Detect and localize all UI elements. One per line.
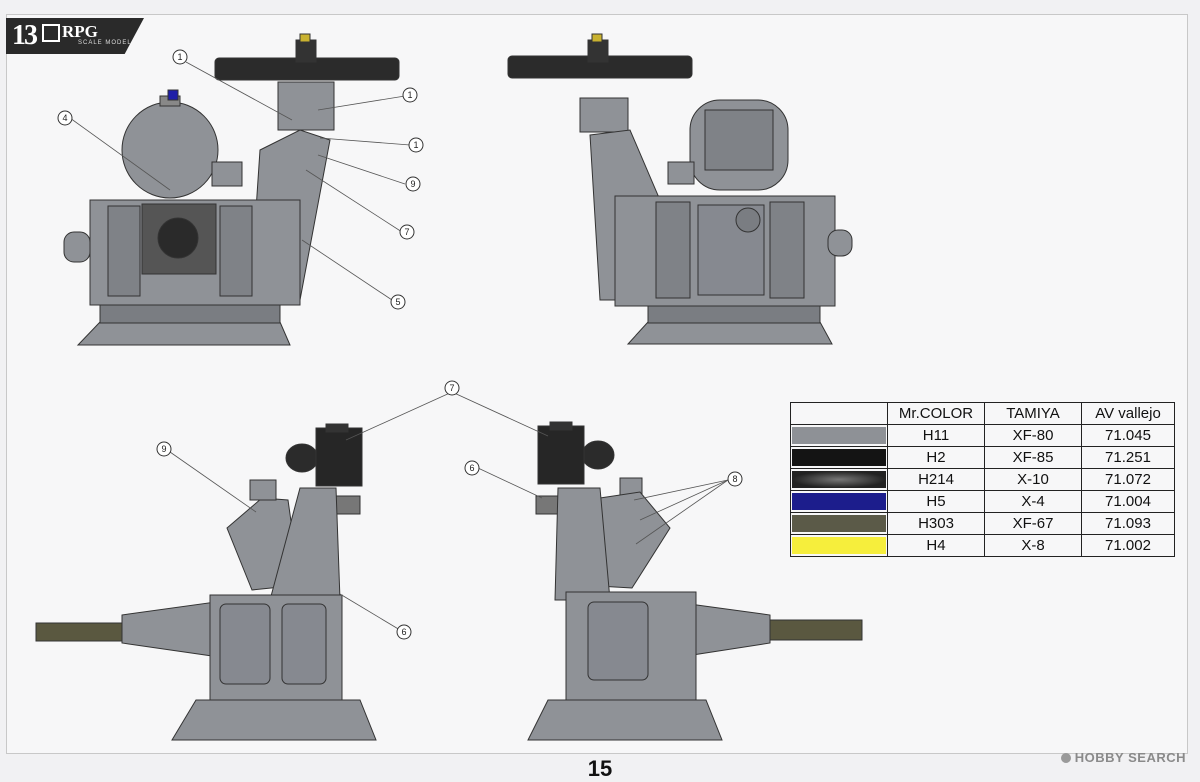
- brand-sub: SCALE MODEL: [78, 40, 132, 46]
- swatch-cell: [790, 490, 888, 513]
- badge-number: 13: [12, 20, 38, 51]
- swatch-cell: [790, 424, 888, 447]
- callout-text: 4: [62, 113, 67, 123]
- mr-color-cell: H214: [887, 468, 985, 491]
- color-swatch: [792, 427, 886, 444]
- callout-6a: 6: [396, 624, 412, 640]
- callout-1c: 1: [408, 137, 424, 153]
- vallejo-cell: 71.093: [1081, 512, 1175, 535]
- callout-text: 1: [407, 90, 412, 100]
- table-row: H5 X-4 71.004: [790, 490, 1175, 513]
- vallejo-cell: 71.002: [1081, 534, 1175, 557]
- vallejo-cell: 71.072: [1081, 468, 1175, 491]
- vallejo-cell: 71.251: [1081, 446, 1175, 469]
- tamiya-cell: XF-80: [984, 424, 1082, 447]
- callout-leaders: [69, 61, 729, 631]
- paint-color-table: Mr.COLOR TAMIYA AV vallejo H11 XF-80 71.…: [790, 402, 1175, 557]
- tamiya-cell: X-4: [984, 490, 1082, 513]
- callout-text: 5: [395, 297, 400, 307]
- mr-color-cell: H4: [887, 534, 985, 557]
- callout-8: 8: [727, 471, 743, 487]
- callout-markers: 1 1 1 9 7 5 4 7 9 6 6 8: [57, 49, 743, 640]
- turret-view-rear-right: [507, 33, 853, 345]
- callout-text: 1: [413, 140, 418, 150]
- color-swatch: [792, 471, 886, 488]
- brand-name: RPG: [62, 22, 98, 41]
- mr-color-cell: H11: [887, 424, 985, 447]
- tamiya-cell: XF-67: [984, 512, 1082, 535]
- swatch-cell: [790, 512, 888, 535]
- watermark: HOBBY SEARCH: [1060, 750, 1186, 765]
- turret-view-side-left: [35, 423, 377, 741]
- vallejo-cell: 71.004: [1081, 490, 1175, 513]
- callout-text: 6: [469, 463, 474, 473]
- watermark-logo-icon: [1060, 753, 1071, 763]
- callout-text: 9: [161, 444, 166, 454]
- swatch-cell: [790, 468, 888, 491]
- header-swatch: [790, 402, 888, 425]
- callout-text: 8: [732, 474, 737, 484]
- callout-1a: 1: [172, 49, 188, 65]
- callout-5: 5: [390, 294, 406, 310]
- header-mr-color: Mr.COLOR: [887, 402, 985, 425]
- callout-text: 9: [410, 179, 415, 189]
- callout-text: 7: [404, 227, 409, 237]
- callout-6b: 6: [464, 460, 480, 476]
- tamiya-cell: X-8: [984, 534, 1082, 557]
- mr-color-cell: H303: [887, 512, 985, 535]
- callout-1b: 1: [402, 87, 418, 103]
- swatch-cell: [790, 446, 888, 469]
- callout-text: 1: [177, 52, 182, 62]
- table-header-row: Mr.COLOR TAMIYA AV vallejo: [790, 402, 1175, 425]
- turret-view-front-left: [63, 33, 400, 346]
- callout-text: 6: [401, 627, 406, 637]
- color-swatch: [792, 449, 886, 466]
- table-row: H2 XF-85 71.251: [790, 446, 1175, 469]
- tamiya-cell: XF-85: [984, 446, 1082, 469]
- watermark-text: HOBBY SEARCH: [1074, 750, 1186, 765]
- tamiya-cell: X-10: [984, 468, 1082, 491]
- color-swatch: [792, 493, 886, 510]
- table-row: H214 X-10 71.072: [790, 468, 1175, 491]
- callout-7a: 7: [399, 224, 415, 240]
- page-number: 15: [587, 756, 613, 781]
- brand-logo-icon: [42, 24, 60, 42]
- table-row: H4 X-8 71.002: [790, 534, 1175, 557]
- mr-color-cell: H5: [887, 490, 985, 513]
- header-tamiya: TAMIYA: [984, 402, 1082, 425]
- mr-color-cell: H2: [887, 446, 985, 469]
- vallejo-cell: 71.045: [1081, 424, 1175, 447]
- callout-9a: 9: [405, 176, 421, 192]
- callout-4: 4: [57, 110, 73, 126]
- page-badge: 13 RPG SCALE MODEL: [6, 18, 144, 54]
- table-row: H11 XF-80 71.045: [790, 424, 1175, 447]
- callout-9b: 9: [156, 441, 172, 457]
- color-swatch: [792, 537, 886, 554]
- header-vallejo: AV vallejo: [1081, 402, 1175, 425]
- color-swatch: [792, 515, 886, 532]
- swatch-cell: [790, 534, 888, 557]
- callout-7b: 7: [444, 380, 460, 396]
- table-row: H303 XF-67 71.093: [790, 512, 1175, 535]
- turret-view-side-right: [527, 421, 863, 741]
- callout-text: 7: [449, 383, 454, 393]
